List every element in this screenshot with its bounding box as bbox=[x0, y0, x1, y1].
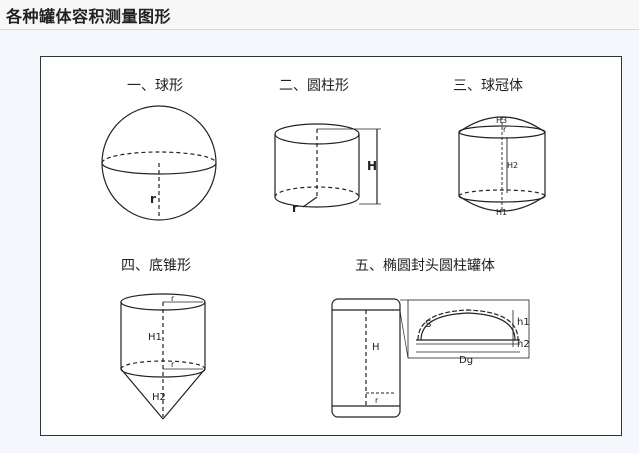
cone-h2-label: H2 bbox=[152, 392, 166, 403]
cone-h1-label: H1 bbox=[148, 332, 162, 343]
cylinder-diagram bbox=[274, 123, 381, 208]
page-header: 各种罐体容积测量图形 bbox=[0, 0, 639, 30]
cap-r-label: r bbox=[503, 125, 507, 134]
sphere-title: 一、球形 bbox=[127, 78, 183, 94]
sphere-equator-back bbox=[101, 151, 217, 164]
sphere-diagram bbox=[101, 105, 217, 221]
elliptic-s-label: S bbox=[425, 319, 431, 330]
cap-h3-label: H3 bbox=[496, 116, 507, 125]
elliptic-dg-label: Dg bbox=[459, 355, 473, 366]
cylinder-radius-line bbox=[302, 196, 318, 208]
cone-diagram bbox=[120, 293, 206, 420]
elliptic-h-label: H bbox=[372, 342, 380, 353]
elliptic-head-arc-inner bbox=[420, 312, 516, 341]
elliptic-r-label: r bbox=[375, 396, 379, 405]
elliptic-h2-label: h2 bbox=[517, 339, 530, 350]
cap-title: 三、球冠体 bbox=[453, 78, 523, 94]
cap-bottom-dome bbox=[458, 195, 546, 212]
sphere-r-label: r bbox=[150, 192, 156, 206]
cone-title: 四、底锥形 bbox=[121, 258, 191, 274]
cap-h2-label: H2 bbox=[507, 161, 518, 170]
page-title: 各种罐体容积测量图形 bbox=[6, 7, 172, 26]
cone-r-mid-label: r bbox=[171, 360, 175, 369]
diagram-canvas: 一、球形 二、圆柱形 三、球冠体 四、底锥形 五、椭圆封头圆柱罐体 r r H … bbox=[101, 78, 546, 420]
cap-bottom-back bbox=[458, 189, 546, 197]
cylinder-h-label: H bbox=[367, 159, 377, 173]
elliptic-diagram bbox=[331, 298, 530, 418]
cone-bottom-front bbox=[120, 368, 206, 378]
elliptic-h1-label: h1 bbox=[517, 317, 530, 328]
cylinder-bottom-front bbox=[274, 196, 360, 208]
elliptic-head-arc bbox=[417, 309, 519, 341]
elliptic-detail-connector-bottom bbox=[399, 310, 409, 359]
elliptic-title: 五、椭圆封头圆柱罐体 bbox=[355, 258, 495, 274]
elliptic-tank-body bbox=[331, 298, 401, 418]
cone-r-top-label: r bbox=[171, 294, 175, 303]
cap-h1-label: H1 bbox=[496, 208, 507, 217]
cone-right-slope bbox=[162, 368, 206, 420]
elliptic-detail-frame bbox=[407, 299, 530, 359]
cylinder-r-label: r bbox=[292, 201, 298, 215]
tank-diagram-figure: 一、球形 二、圆柱形 三、球冠体 四、底锥形 五、椭圆封头圆柱罐体 r r H … bbox=[40, 56, 622, 436]
cylinder-top-ellipse bbox=[274, 123, 360, 145]
cap-diagram bbox=[458, 116, 546, 212]
cone-left-slope bbox=[120, 368, 164, 420]
cylinder-title: 二、圆柱形 bbox=[279, 78, 349, 94]
